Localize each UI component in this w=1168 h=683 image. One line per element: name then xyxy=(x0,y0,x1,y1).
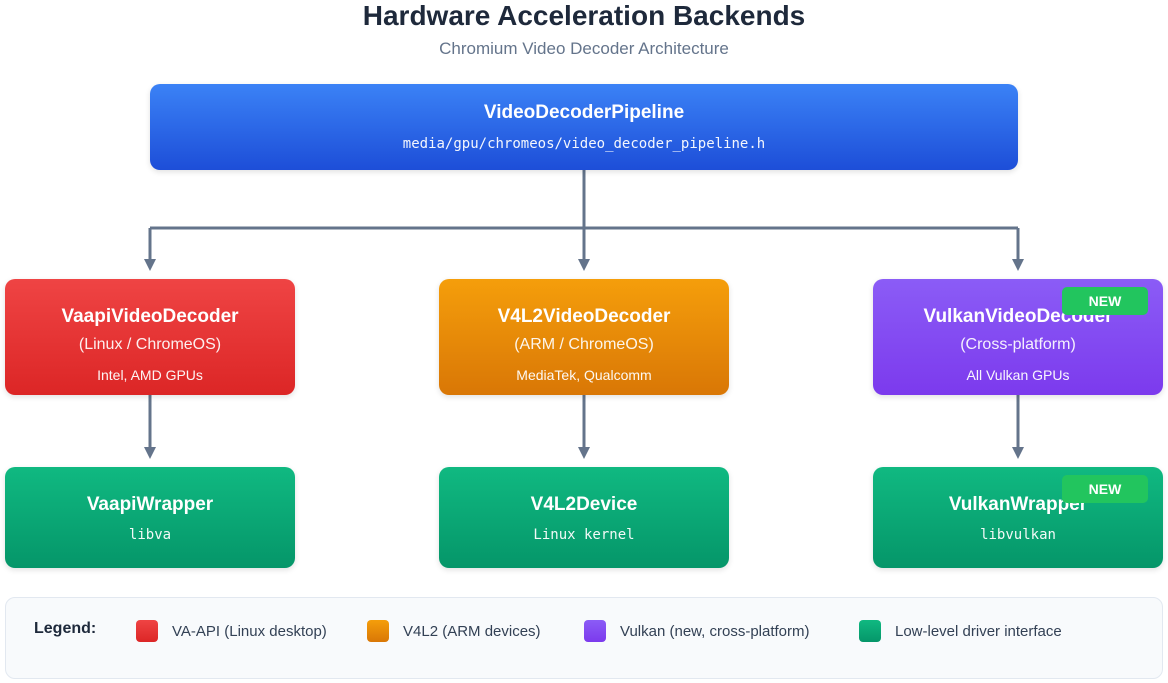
wrapper-lib: Linux kernel xyxy=(533,527,635,543)
legend-label-vaapi: VA-API (Linux desktop) xyxy=(172,623,327,640)
diagram-title: Hardware Acceleration Backends xyxy=(362,0,806,31)
wrapper-lib: libva xyxy=(128,527,172,543)
legend-swatch-vulkan xyxy=(584,620,606,642)
decoder-platform: (ARM / ChromeOS) xyxy=(514,336,654,353)
legend-label-vulkan: Vulkan (new, cross-platform) xyxy=(620,623,810,640)
pipeline-name: VideoDecoderPipeline xyxy=(483,102,685,123)
decoder-hardware: MediaTek, Qualcomm xyxy=(516,367,652,383)
legend-swatch-driver xyxy=(859,620,881,642)
pipeline-box: VideoDecoderPipeline media/gpu/chromeos/… xyxy=(150,84,1018,170)
decoder-name: V4L2VideoDecoder xyxy=(497,306,671,327)
legend-swatch-vaapi xyxy=(136,620,158,642)
legend: Legend: VA-API (Linux desktop) V4L2 (ARM… xyxy=(5,597,1163,679)
wrapper-lib: libvulkan xyxy=(980,527,1056,543)
wrapper-name: VulkanWrapper xyxy=(948,494,1088,515)
decoder-name: VaapiVideoDecoder xyxy=(61,306,239,327)
legend-swatch-v4l2 xyxy=(367,620,389,642)
decoder-hardware: All Vulkan GPUs xyxy=(966,367,1070,383)
vaapi-wrapper-box: VaapiWrapper libva xyxy=(5,467,295,568)
v4l2-device-box: V4L2Device Linux kernel xyxy=(439,467,729,568)
wrapper-name: V4L2Device xyxy=(530,494,638,515)
pipeline-path: media/gpu/chromeos/video_decoder_pipelin… xyxy=(402,136,766,152)
legend-label-v4l2: V4L2 (ARM devices) xyxy=(403,623,541,640)
decoder-hardware: Intel, AMD GPUs xyxy=(97,367,203,383)
legend-label-driver: Low-level driver interface xyxy=(895,623,1062,640)
new-badge-wrapper: NEW xyxy=(1062,475,1148,503)
new-badge-decoder: NEW xyxy=(1062,287,1148,315)
v4l2-decoder-box: V4L2VideoDecoder (ARM / ChromeOS) MediaT… xyxy=(439,279,729,395)
wrapper-name: VaapiWrapper xyxy=(86,494,214,515)
diagram-subtitle: Chromium Video Decoder Architecture xyxy=(439,39,729,58)
vaapi-decoder-box: VaapiVideoDecoder (Linux / ChromeOS) Int… xyxy=(5,279,295,395)
decoder-platform: (Linux / ChromeOS) xyxy=(78,336,222,353)
decoder-platform: (Cross-platform) xyxy=(960,336,1076,353)
legend-title: Legend: xyxy=(34,620,97,637)
